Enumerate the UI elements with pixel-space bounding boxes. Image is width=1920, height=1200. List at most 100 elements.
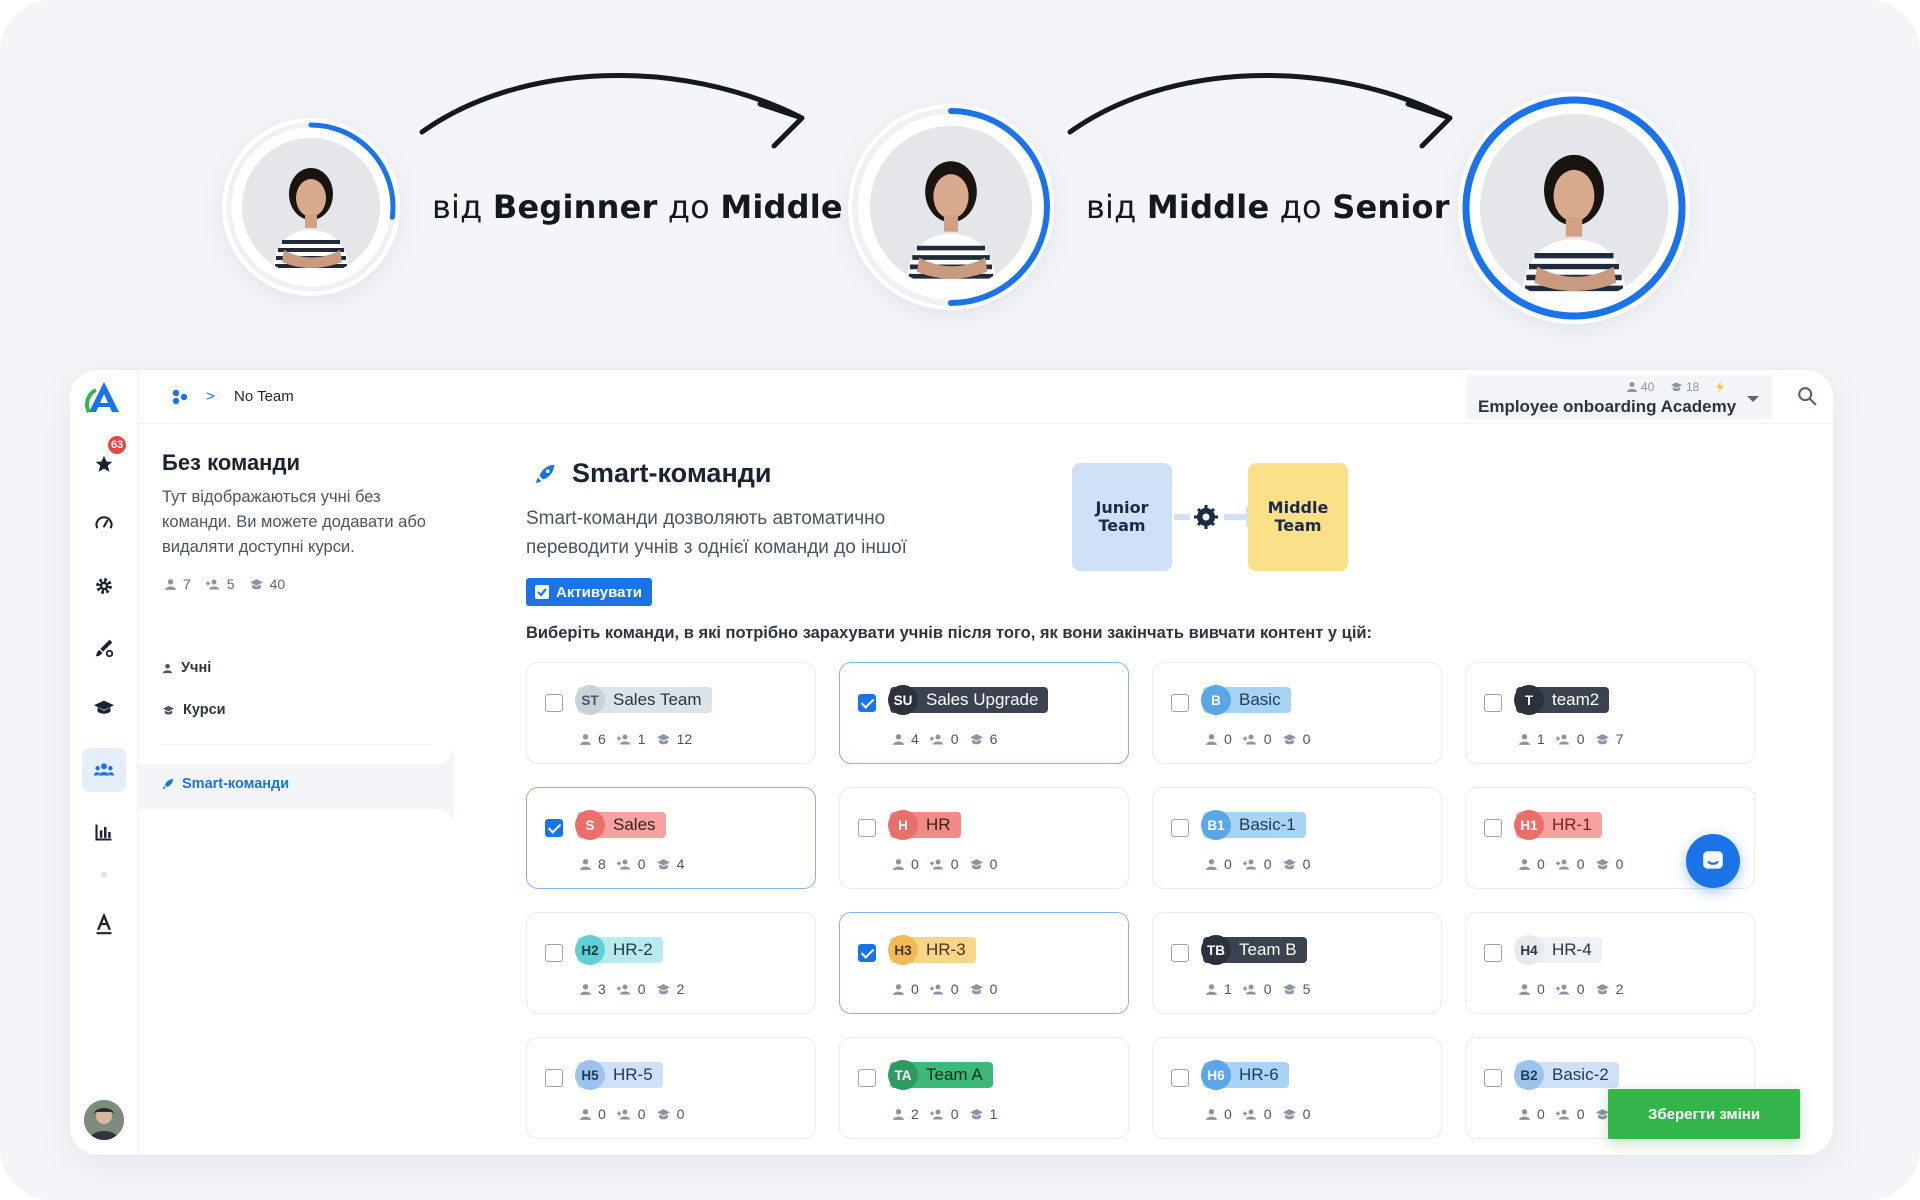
gear-icon[interactable] [82, 564, 126, 608]
team-checkbox[interactable] [858, 819, 876, 837]
team-checkbox[interactable] [1484, 944, 1502, 962]
graduation-cap-icon [1670, 382, 1683, 392]
team-checkbox[interactable] [858, 694, 876, 712]
no-team-card: Без команди Тут відображаються учні без … [138, 424, 454, 764]
team-students-stat: 4 [892, 731, 919, 747]
team-students-stat: 0 [1205, 856, 1232, 872]
team-checkbox[interactable] [1484, 694, 1502, 712]
team-name: Basic-2 [1552, 1065, 1609, 1084]
app-logo-icon[interactable] [82, 376, 126, 420]
team-checkbox[interactable] [858, 944, 876, 962]
team-students-stat: 0 [892, 981, 919, 997]
team-initials: H4 [1514, 935, 1544, 965]
person-icon [165, 578, 176, 590]
team-members-stat: 0 [616, 981, 646, 997]
academy-selector[interactable]: 40 18 Employee onboarding Academy [1466, 375, 1772, 419]
team-checkbox[interactable] [1171, 944, 1189, 962]
team-students-stat: 0 [1518, 856, 1545, 872]
team-checkbox[interactable] [858, 1069, 876, 1087]
team-checkbox[interactable] [1171, 1069, 1189, 1087]
team-checkbox[interactable] [545, 819, 563, 837]
teams-dots-icon[interactable] [170, 387, 190, 412]
bar-chart-icon[interactable] [82, 810, 126, 854]
team-checkbox[interactable] [1171, 694, 1189, 712]
search-icon[interactable] [1796, 385, 1818, 412]
person-icon [1518, 1108, 1531, 1121]
chevron-down-icon[interactable] [1746, 391, 1760, 409]
team-students-stat: 0 [1518, 981, 1545, 997]
junior-team-card: Junior Team [1072, 463, 1172, 571]
star-icon[interactable] [82, 442, 126, 486]
team-students-stat: 6 [579, 731, 606, 747]
smart-teams-link[interactable]: Smart-команди [162, 776, 289, 792]
graduation-cap-icon [1282, 733, 1297, 746]
avatar-senior [1458, 92, 1690, 324]
students-stat: 7 [164, 576, 191, 592]
breadcrumb-current[interactable]: No Team [234, 388, 294, 405]
speedometer-icon[interactable] [82, 502, 126, 546]
academy-courses-stat: 18 [1670, 380, 1699, 394]
team-checkbox[interactable] [1171, 819, 1189, 837]
team-checkbox[interactable] [545, 694, 563, 712]
team-courses-stat: 7 [1595, 731, 1623, 747]
courses-link[interactable]: Курси [162, 702, 226, 718]
activate-checkbox[interactable]: Активувати [526, 578, 653, 606]
person-add-icon [1242, 858, 1258, 871]
person-add-icon [616, 1108, 632, 1121]
arrow-2 [1067, 73, 1453, 149]
person-icon [892, 983, 905, 996]
team-initials: S [575, 810, 605, 840]
chat-button[interactable] [1686, 834, 1740, 888]
team-checkbox[interactable] [1484, 1069, 1502, 1087]
team-name: HR-6 [1239, 1065, 1279, 1084]
team-courses-stat: 4 [656, 856, 684, 872]
team-name: Basic [1239, 690, 1281, 709]
team-checkbox[interactable] [545, 1069, 563, 1087]
progress-ring-senior [1462, 96, 1686, 320]
team-courses-stat: 0 [969, 981, 997, 997]
person-add-icon [1555, 983, 1571, 996]
academy-students-stat: 40 [1626, 380, 1654, 394]
icon-rail: 63 [70, 370, 138, 1155]
person-add-icon [1242, 1108, 1258, 1121]
teams-icon[interactable] [82, 748, 126, 792]
team-checkbox[interactable] [545, 944, 563, 962]
team-students-stat: 0 [1205, 731, 1232, 747]
team-checkbox[interactable] [1484, 819, 1502, 837]
teams-stat: 5 [205, 576, 235, 592]
user-avatar[interactable] [84, 1100, 124, 1140]
brush-settings-icon[interactable] [82, 626, 126, 670]
students-link[interactable]: Учні [162, 660, 211, 676]
person-add-icon [1555, 733, 1571, 746]
team-members-stat: 0 [929, 1106, 959, 1122]
graduation-cap-icon[interactable] [82, 686, 126, 730]
team-students-stat: 1 [1518, 731, 1545, 747]
team-initials: B2 [1514, 1060, 1544, 1090]
font-icon[interactable] [82, 902, 126, 946]
save-changes-button[interactable]: Зберегти зміни [1608, 1089, 1800, 1139]
graduation-cap-icon [656, 1108, 671, 1121]
